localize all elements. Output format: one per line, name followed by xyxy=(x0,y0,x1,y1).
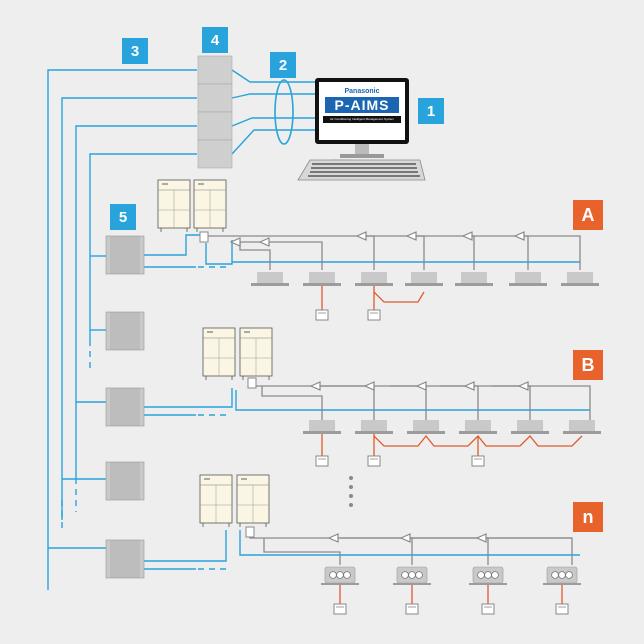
brand-logo: Panasonic xyxy=(344,88,380,95)
communication-bundle-ellipse xyxy=(274,79,294,145)
system-n-badge: n xyxy=(573,502,603,532)
badge-4: 4 xyxy=(202,27,228,53)
product-tagline: Air Conditioning Intelligent Management … xyxy=(323,116,401,123)
badge-2: 2 xyxy=(270,52,296,78)
system-a-badge: A xyxy=(573,200,603,230)
monitor-display: Panasonic P-AIMS Air Conditioning Intell… xyxy=(319,82,405,140)
remote-wiring xyxy=(321,286,583,604)
interface-gateways xyxy=(197,55,233,169)
outdoor-units xyxy=(157,179,273,528)
continuation-dots xyxy=(349,476,353,507)
communication-lines xyxy=(47,69,590,590)
badge-1: 1 xyxy=(418,98,444,124)
indoor-units-n xyxy=(320,566,582,586)
indoor-units-b xyxy=(303,420,601,434)
system-b-badge: B xyxy=(573,350,603,380)
badge-3: 3 xyxy=(122,38,148,64)
central-control-units xyxy=(105,235,145,579)
indoor-units-a xyxy=(251,272,599,286)
monitor-screen: Panasonic P-AIMS Air Conditioning Intell… xyxy=(315,78,409,144)
product-title: P-AIMS xyxy=(325,97,399,113)
badge-5: 5 xyxy=(110,204,136,230)
pipe-joints xyxy=(199,231,257,538)
computer xyxy=(297,144,426,181)
